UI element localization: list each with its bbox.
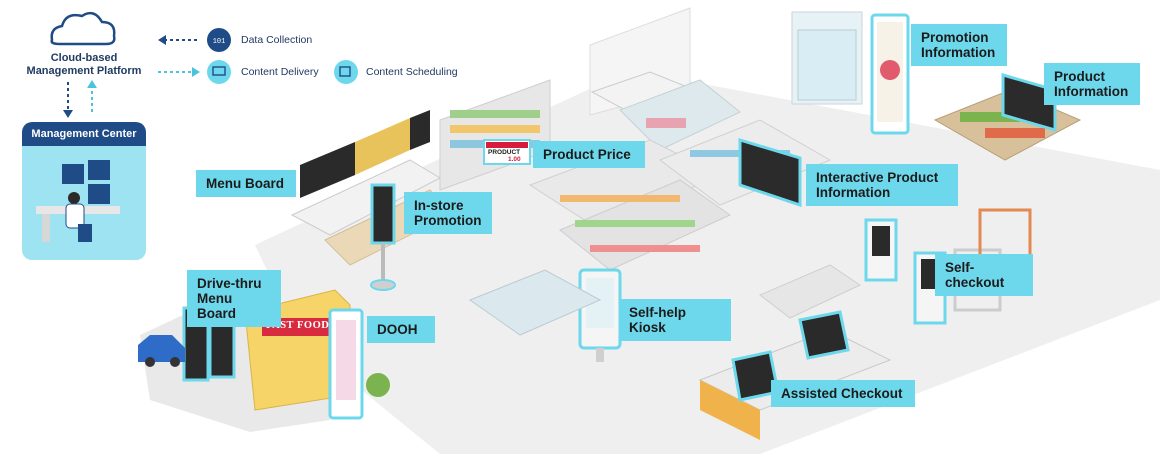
price-tag-product: PRODUCT	[488, 149, 521, 156]
bakery-counter	[290, 159, 442, 236]
instore-promo-screen	[370, 183, 396, 245]
shelf-goods-b	[450, 125, 540, 133]
data-collection-legend-head	[158, 35, 166, 45]
management-center-panel: Management Center	[22, 122, 146, 260]
content-delivery-arrow-up-head	[87, 80, 97, 88]
management-center-label: Management Center	[31, 128, 137, 140]
promotion-totem-graphic	[880, 60, 900, 80]
price-tag-price: 1.00	[508, 156, 521, 163]
assisted-screen-2	[798, 310, 850, 360]
assisted-counter-front	[700, 380, 760, 440]
content-scheduling-label: Content Scheduling	[366, 66, 458, 78]
callout-dooh: DOOH	[367, 316, 435, 343]
callout-instore-promotion: In-store Promotion	[404, 192, 492, 234]
aisle-goods-2	[575, 220, 695, 227]
callout-product-information: Product Information	[1044, 63, 1140, 105]
meat-display-case	[619, 79, 741, 151]
cloud-icon	[50, 11, 116, 46]
operator-body	[65, 203, 85, 229]
menu-board-screen-1	[300, 142, 355, 198]
selfhelp-kiosk-pole	[596, 348, 604, 362]
content-delivery-label: Content Delivery	[241, 66, 319, 78]
fridge-door	[797, 29, 857, 101]
data-collection-icon	[207, 28, 231, 52]
self-checkout-kiosk-1-screen	[872, 226, 890, 256]
data-collection-label: Data Collection	[241, 34, 313, 46]
self-checkout-kiosk-1	[864, 218, 898, 282]
aisle-goods-1	[560, 195, 680, 202]
content-delivery-legend-head	[192, 67, 200, 77]
content-delivery-icon	[207, 60, 231, 84]
car-wheel-back	[170, 357, 180, 367]
price-tag-header	[486, 142, 528, 148]
data-collection-arrow-down-head	[63, 110, 73, 118]
callout-self-checkout: Self-checkout	[935, 254, 1033, 296]
car-wheel-front	[145, 357, 155, 367]
content-scheduling-icon	[334, 60, 358, 84]
instore-promo-base	[370, 279, 396, 291]
freezer-chest	[468, 269, 602, 336]
chair	[78, 224, 92, 242]
meat-items	[646, 118, 686, 128]
car	[138, 335, 185, 362]
data-collection-icon-glyph: 101	[213, 38, 226, 46]
content-scheduling-icon-glyph	[339, 66, 351, 77]
callout-drivethru-menu-board: Drive-thru Menu Board	[187, 270, 281, 327]
fast-food-sign: FAST FOOD	[266, 320, 330, 331]
callout-promotion-information: Promotion Information	[911, 24, 1007, 66]
monitor-1	[62, 164, 84, 184]
callout-interactive-product-information: Interactive Product Information	[806, 164, 958, 206]
self-checkout-kiosk-2-screen	[921, 259, 939, 289]
callout-assisted-checkout: Assisted Checkout	[771, 380, 915, 407]
menu-board-screen-2	[355, 118, 410, 175]
interactive-info-screen	[738, 137, 802, 208]
aisle-goods-3	[590, 245, 700, 252]
instore-promo-pole	[381, 243, 385, 283]
tree	[366, 373, 390, 397]
menu-board-screen-3	[410, 110, 430, 150]
cloud-platform-label: Cloud-based Management Platform	[26, 52, 142, 77]
shelf-goods-a	[450, 110, 540, 118]
produce-goods-a	[960, 112, 1020, 122]
callout-selfhelp-kiosk: Self-help Kiosk	[619, 299, 731, 341]
shelf-right	[759, 264, 862, 319]
dooh-screen	[336, 320, 356, 400]
callout-menu-board: Menu Board	[196, 170, 296, 197]
content-delivery-icon-glyph	[212, 66, 226, 76]
callout-product-price: Product Price	[533, 141, 645, 168]
monitor-3	[88, 184, 110, 204]
monitor-2	[88, 160, 110, 180]
produce-goods-b	[985, 128, 1045, 138]
product-info-screen	[1001, 73, 1057, 132]
management-workstation-illustration	[36, 160, 120, 242]
desk-leg	[42, 214, 50, 242]
management-center-header: Management Center	[22, 122, 146, 146]
operator-head	[68, 192, 80, 204]
